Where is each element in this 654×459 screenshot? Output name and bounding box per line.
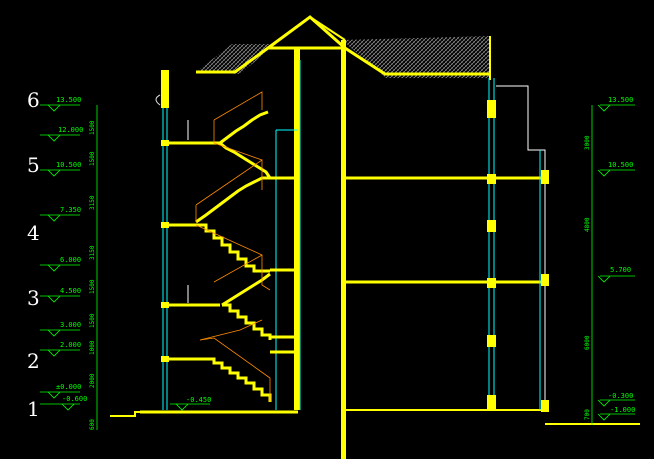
dimension-label: 6000 — [584, 335, 591, 350]
stair-flight-4 — [196, 223, 270, 273]
roof-tiles-left — [196, 44, 276, 74]
right-building — [346, 78, 549, 412]
elevation-label: 10.500 — [608, 161, 633, 169]
stair-flight-1 — [200, 357, 272, 402]
dimension-label: 600 — [89, 419, 96, 430]
dimension-label: 3150 — [89, 195, 96, 210]
dimension-label: 3150 — [89, 245, 96, 260]
floor-number-6: 6 — [27, 88, 40, 112]
stair-flight-6 — [219, 141, 272, 179]
elevation-label: -0.600 — [62, 395, 87, 403]
dimension-label: 700 — [584, 409, 591, 420]
stair-elevation-marker: -0.450 — [170, 396, 211, 411]
elevation-label: 4.500 — [60, 287, 81, 295]
floor-numbers: 6 5 4 3 2 1 — [27, 88, 40, 421]
dimension-label: 1500 — [89, 279, 96, 294]
roof-tiles-right — [342, 36, 490, 78]
left-parapet — [161, 70, 169, 108]
roof-gable-edge — [309, 16, 346, 41]
elevation-label: 2.000 — [60, 341, 81, 349]
elevation-label: -1.000 — [610, 406, 635, 414]
stair-flight-5 — [195, 176, 272, 224]
left-elevation-markers — [47, 104, 75, 411]
elevation-label: -0.300 — [608, 392, 633, 400]
elevation-label: 12.000 — [58, 126, 83, 134]
floor-number-4: 4 — [27, 221, 40, 245]
stair-flight-3 — [221, 272, 271, 307]
elevation-label: ±0.000 — [56, 383, 81, 391]
stair-elevation-label: -0.450 — [186, 396, 211, 404]
stair-flights — [187, 110, 272, 402]
dimension-label: 1500 — [89, 151, 96, 166]
stair-flight-7 — [219, 110, 269, 145]
floor-number-5: 5 — [27, 153, 40, 177]
left-dimension-labels: 1500 1500 3150 3150 1500 1500 1000 2000 … — [89, 120, 96, 430]
dimension-label: 1500 — [89, 313, 96, 328]
floor-number-1: 1 — [27, 397, 40, 421]
dimension-label: 1000 — [89, 340, 96, 355]
elevation-label: 7.350 — [60, 206, 81, 214]
stair-flight-2 — [222, 303, 272, 340]
dimension-label: 2000 — [89, 373, 96, 388]
stair-railings — [195, 91, 271, 402]
dimension-label: 4800 — [584, 217, 591, 232]
left-elevation-labels: 13.500 12.000 10.500 7.350 6.000 4.500 3… — [56, 96, 87, 403]
ground-line — [110, 410, 640, 425]
right-elevation-markers — [597, 104, 611, 421]
right-dimension-lines — [591, 104, 635, 425]
elevation-label: 13.500 — [608, 96, 633, 104]
elevation-label: 13.500 — [56, 96, 81, 104]
elevation-label: 6.000 — [60, 256, 81, 264]
floor-number-2: 2 — [27, 349, 40, 373]
right-dimension-labels: 3000 4800 6000 700 — [584, 135, 591, 420]
left-floor-slabs — [163, 141, 298, 361]
right-elevation-labels: 13.500 10.500 5.700 -0.300 -1.000 — [608, 96, 635, 414]
elevation-label: 10.500 — [56, 161, 81, 169]
roof — [196, 15, 491, 80]
dimension-label: 3000 — [584, 135, 591, 150]
dimension-label: 1500 — [89, 120, 96, 135]
elevation-label: 3.000 — [60, 321, 81, 329]
stair-core — [275, 40, 346, 459]
floor-number-3: 3 — [27, 286, 40, 310]
elevation-label: 5.700 — [610, 266, 631, 274]
